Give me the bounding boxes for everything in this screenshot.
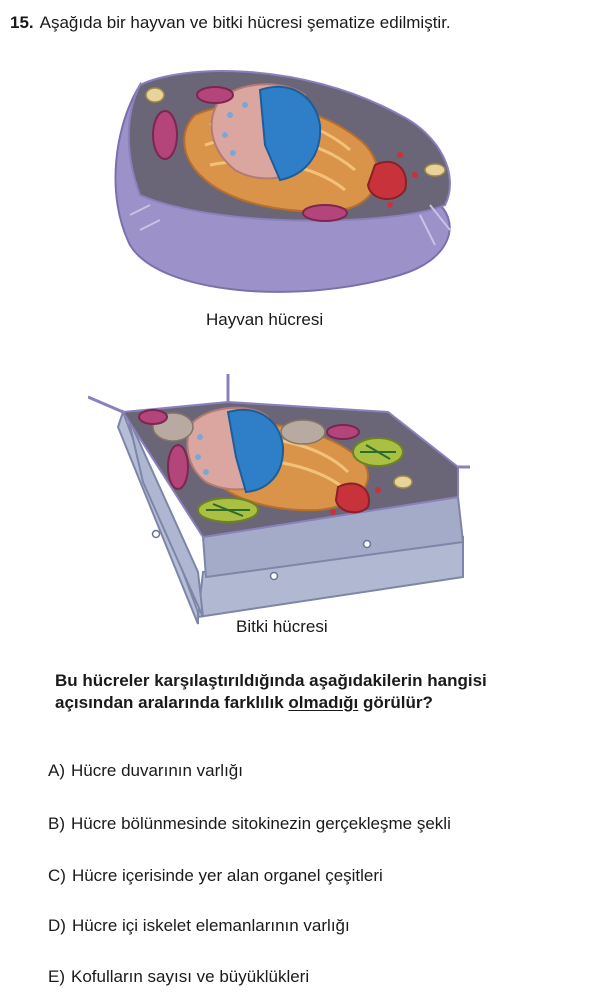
animal-cell-illustration: [100, 55, 480, 300]
option-letter: D): [48, 916, 66, 935]
question-header: 15. Aşağıda bir hayvan ve bitki hücresi ş…: [10, 12, 451, 34]
option-b[interactable]: B) Hücre bölünmesinde sitokinezin gerçekl…: [48, 813, 451, 835]
option-text: Hücre içi iskelet elemanlarının varlığı: [71, 916, 350, 935]
option-d[interactable]: D) Hücre içi iskelet elemanlarının varlığ…: [48, 915, 350, 937]
option-c[interactable]: C) Hücre içerisinde yer alan organel çeşi…: [48, 865, 383, 887]
question-prompt: Bu hücreler karşılaştırıldığında aşağıda…: [55, 670, 555, 714]
plant-cell-illustration: [88, 372, 473, 627]
option-e[interactable]: E) Kofulların sayısı ve büyüklükleri: [48, 966, 309, 988]
option-text: Hücre bölünmesinde sitokinezin gerçekleş…: [71, 814, 451, 833]
option-text: Hücre duvarının varlığı: [71, 761, 243, 780]
question-number: 15.: [10, 13, 34, 32]
option-a[interactable]: A) Hücre duvarının varlığı: [48, 760, 243, 782]
option-text: Hücre içerisinde yer alan organel çeşitl…: [71, 866, 383, 885]
animal-cell-caption: Hayvan hücresi: [206, 310, 324, 329]
option-letter: A): [48, 761, 65, 780]
option-text: Kofulların sayısı ve büyüklükleri: [71, 967, 310, 986]
prompt-emphasis: olmadığı: [288, 693, 359, 712]
prompt-text-after: görülür?: [358, 693, 433, 712]
option-letter: B): [48, 814, 65, 833]
question-stem: Aşağıda bir hayvan ve bitki hücresi şema…: [39, 13, 451, 32]
option-letter: E): [48, 967, 65, 986]
plant-cell-caption: Bitki hücresi: [236, 617, 328, 636]
option-letter: C): [48, 866, 66, 885]
prompt-text-before: Bu hücreler karşılaştırıldığında aşağıda…: [55, 671, 487, 712]
